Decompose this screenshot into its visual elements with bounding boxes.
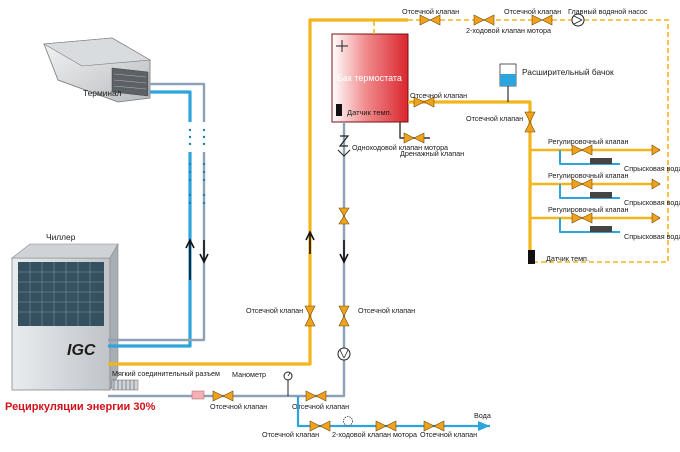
valve-icon <box>304 315 316 327</box>
valve-icon <box>304 305 316 317</box>
tank-sensor-label: Датчик темп. <box>347 108 392 117</box>
top-shutoff-2-label: Отсечной клапан <box>504 7 561 16</box>
valve-icon <box>413 96 425 108</box>
motor-valve-icon <box>343 416 353 426</box>
valve-icon <box>433 420 445 432</box>
dashed-loop-pipe <box>373 19 669 263</box>
valve-icon <box>309 420 321 432</box>
valve-icon <box>338 215 350 225</box>
temp-sensor-icon <box>336 104 342 116</box>
valve-icon <box>419 14 431 26</box>
bottom-shutoff-right-label: Отсечной клапан <box>292 402 349 411</box>
terminal-label: Терминал <box>83 88 122 98</box>
sprinkler-icon <box>590 158 612 164</box>
water-arrow-icon <box>478 421 490 431</box>
expansion-tank <box>499 63 517 87</box>
top-2way-valve-label: 2-ходовой клапан мотора <box>466 26 551 35</box>
valve-icon <box>483 14 495 26</box>
return-pipe-top <box>150 82 206 122</box>
regulating-branch-3 <box>530 212 661 233</box>
valve-icon <box>338 315 350 327</box>
hot-supply-pipe <box>108 18 408 366</box>
strainer-icon <box>191 390 205 400</box>
valve-icon <box>315 390 327 402</box>
shutoff-valve-label-left: Отсечной клапан <box>246 306 303 315</box>
valve-icon <box>541 14 553 26</box>
soft-joint <box>111 379 139 391</box>
arrow-down-icon <box>339 240 349 264</box>
valve-icon <box>531 14 543 26</box>
valve-icon <box>338 305 350 317</box>
valve-icon <box>524 121 536 133</box>
spray-water-2-label: Спрысковая вода <box>624 198 680 207</box>
recirculation-label: Рециркуляции энергии 30% <box>5 401 156 413</box>
valve-icon <box>385 420 397 432</box>
valve-icon <box>305 390 317 402</box>
soft-joint-label: Мягкий соединительный разъем <box>112 369 220 378</box>
thermostat-tank <box>331 33 409 123</box>
bottom-2way-valve-label: 2-ходовой клапан мотора <box>332 430 417 439</box>
valve-icon <box>423 420 435 432</box>
return-pipe <box>108 152 206 342</box>
temp-sensor-icon <box>528 250 535 264</box>
manometer-icon <box>283 371 293 396</box>
shutoff-valve-label-right: Отсечной клапан <box>358 306 415 315</box>
valve-icon <box>375 420 387 432</box>
terminal-unit <box>43 37 151 103</box>
bottom-shutoff-2-label: Отсечной клапан <box>420 430 477 439</box>
riser-shutoff-label: Отсечной клапан <box>466 114 523 123</box>
valve-icon <box>319 420 331 432</box>
top-shutoff-1-label: Отсечной клапан <box>402 7 459 16</box>
manometer-label: Манометр <box>232 370 266 379</box>
spray-water-3-label: Спрысковая вода <box>624 232 680 241</box>
one-way-valve-label: Одноходовой клапан мотора <box>352 143 448 152</box>
arrow-down-icon <box>199 240 209 264</box>
bottom-shutoff-1-label: Отсечной клапан <box>262 430 319 439</box>
regulating-valve-1-label: Регулировочный клапан <box>548 137 629 146</box>
pump-icon <box>571 13 585 27</box>
arrow-up-icon <box>305 230 315 254</box>
regulating-branch-1 <box>530 144 661 165</box>
pipe-break-dots <box>188 128 206 205</box>
tank-label: Бак термостата <box>337 73 402 83</box>
valve-icon <box>403 132 415 144</box>
regulating-branch-2 <box>530 178 661 199</box>
sprinkler-icon <box>590 226 612 232</box>
brand-logo: IGC <box>67 342 96 359</box>
sprinkler-icon <box>590 192 612 198</box>
chiller-label: Чиллер <box>46 232 76 242</box>
arrow-up-icon <box>185 238 195 280</box>
expansion-tank-label: Расширительный бачок <box>522 67 614 77</box>
makeup-water-pipe <box>296 396 490 428</box>
temp-sensor-label: Датчик темп. <box>546 254 589 263</box>
valve-icon <box>338 207 350 217</box>
pump-icon <box>337 347 351 361</box>
cold-supply-pipe <box>108 152 192 348</box>
bottom-shutoff-left-label: Отсечной клапан <box>210 402 267 411</box>
regulating-valve-3-label: Регулировочный клапан <box>548 205 629 214</box>
regulating-valve-2-label: Регулировочный клапан <box>548 171 629 180</box>
valve-icon <box>413 132 425 144</box>
tank-outlet-pipe <box>408 100 532 262</box>
valve-icon <box>524 111 536 123</box>
main-pump-label: Главный водяной насос <box>568 7 648 16</box>
valve-icon <box>473 14 485 26</box>
drain-valve-label: Дренажный клапан <box>400 149 464 158</box>
chiller-unit <box>11 242 119 392</box>
one-way-valve-icon <box>337 135 351 157</box>
valve-icon <box>423 96 435 108</box>
water-label: Вода <box>474 411 491 420</box>
valve-icon <box>212 390 224 402</box>
valve-icon <box>429 14 441 26</box>
tank-outlet-shutoff-label: Отсечной клапан <box>410 91 467 100</box>
valve-icon <box>222 390 234 402</box>
spray-water-1-label: Спрысковая вода <box>624 164 680 173</box>
cold-supply-pipe-top <box>150 90 192 122</box>
